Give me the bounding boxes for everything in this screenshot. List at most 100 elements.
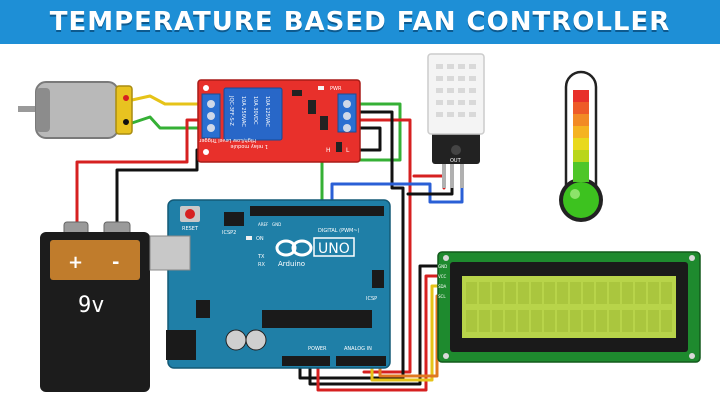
relay-jumper [336, 142, 342, 152]
lcd-pin-vcc: VCC [438, 274, 447, 279]
lcd-char-cell [570, 310, 581, 332]
arduino-icsp2-header [224, 212, 244, 226]
wire-relay-black [298, 110, 405, 380]
lcd-char-cell [596, 282, 607, 304]
lcd-char-cell [596, 310, 607, 332]
lcd-char-cell [531, 310, 542, 332]
relay-rating-1: 10A 250VAC [240, 96, 246, 127]
wire-motor-yellow [130, 94, 207, 106]
arduino-on-led [246, 236, 252, 240]
arduino-capacitor [225, 329, 247, 351]
battery-minus-sign: - [112, 252, 119, 273]
dht-sensor: OUT [427, 53, 485, 188]
lcd-char-cell [583, 282, 594, 304]
relay-screw [207, 112, 215, 120]
lcd-char-cell [466, 282, 477, 304]
lcd-mount-hole [689, 353, 695, 359]
lcd-char-cell [505, 282, 516, 304]
arduino-usb-port [149, 235, 191, 271]
relay-led [318, 86, 324, 90]
lcd-char-cell [531, 282, 542, 304]
relay-component [292, 90, 302, 96]
battery-plus-sign: + [68, 252, 83, 273]
lcd-char-cell [609, 282, 620, 304]
relay-module: JQC-3FF-S-Z 10A 250VAC 10A 30VDC 10A 125… [197, 79, 361, 163]
arduino-logo [275, 239, 313, 257]
battery-voltage: 9v [78, 293, 105, 318]
arduino-analog-header [336, 356, 386, 366]
battery-9v: + - 9v [40, 221, 150, 392]
sensor-mount-hole [451, 145, 461, 155]
relay-component [320, 116, 328, 130]
page-title: TEMPERATURE BASED FAN CONTROLLER [49, 7, 671, 37]
sensor-pin [450, 164, 454, 188]
lcd-mount-hole [443, 353, 449, 359]
relay-component [308, 100, 316, 114]
relay-h-label: H [326, 147, 331, 154]
wire-relay-green [320, 102, 402, 210]
lcd-char-cell [570, 282, 581, 304]
wire-relay-red [350, 118, 412, 374]
sensor-vents [436, 64, 476, 117]
lcd-char-cell [583, 310, 594, 332]
relay-model-text: JQC-3FF-S-Z [228, 95, 234, 126]
circuit-diagram: JQC-3FF-S-Z 10A 250VAC 10A 30VDC 10A 125… [18, 53, 701, 392]
motor-rear [115, 85, 133, 135]
battery-label [50, 240, 140, 280]
wire-lcd-vcc [316, 274, 442, 392]
wires [75, 94, 464, 392]
arduino-reset-label: RESET [182, 226, 199, 232]
arduino-regulator [196, 300, 210, 318]
sensor-pin [460, 164, 464, 188]
wire-sensor-black [406, 186, 454, 196]
arduino-uno: RESET ICSP2 DIGITAL (PWM~) AREF GND UNO … [149, 199, 391, 369]
relay-cube [223, 87, 283, 141]
lcd-char-cell [661, 282, 672, 304]
wire-motor-green [130, 115, 207, 130]
motor-terminal-1 [123, 95, 129, 101]
lcd-pin-sda: SDA [438, 284, 447, 289]
arduino-on-label: ON [256, 236, 264, 242]
lcd-mount-hole [443, 255, 449, 261]
arduino-analog-label: ANALOG IN [344, 346, 372, 352]
arduino-icsp-label: ICSP [366, 296, 377, 302]
lcd-char-cell [557, 282, 568, 304]
arduino-aref-label: AREF [258, 222, 269, 227]
relay-rating-2: 10A 30VDC [252, 96, 258, 125]
lcd-char-cell [557, 310, 568, 332]
lcd-char-cell [544, 282, 555, 304]
lcd-char-cell [544, 310, 555, 332]
motor-endcap [36, 88, 50, 132]
arduino-uno-box [313, 237, 355, 257]
lcd-char-cell [492, 310, 503, 332]
lcd-char-cell [661, 310, 672, 332]
arduino-rx-label: RX [258, 262, 265, 268]
relay-pwr-label: PWR [330, 86, 342, 92]
motor-terminal-2 [123, 119, 129, 125]
lcd-char-cell [609, 310, 620, 332]
arduino-brand-label: Arduino [278, 260, 305, 268]
motor-shaft [18, 106, 38, 112]
relay-screw [343, 100, 351, 108]
wire-lcd-gnd [308, 264, 442, 386]
relay-screw [343, 124, 351, 132]
lcd-char-cell [635, 282, 646, 304]
relay-mount-hole [203, 85, 209, 91]
wire-lcd-sda [370, 284, 442, 382]
arduino-icsp-header [372, 270, 384, 288]
lcd-char-cell [622, 282, 633, 304]
lcd-char-cell [622, 310, 633, 332]
arduino-capacitor [245, 329, 267, 351]
relay-screw [343, 112, 351, 120]
lcd-pin-gnd: GND [438, 264, 447, 269]
relay-trigger-text: High/Low Level Trigger [198, 137, 256, 143]
lcd-char-grid [466, 282, 672, 332]
lcd-char-cell [492, 282, 503, 304]
arduino-icsp2-label: ICSP2 [222, 230, 236, 236]
wire-battery-red [75, 118, 207, 227]
lcd-char-cell [479, 282, 490, 304]
relay-rating-3: 10A 125VAC [264, 96, 270, 127]
lcd-module: GND VCC SDA SCL [437, 251, 701, 363]
lcd-char-cell [479, 310, 490, 332]
relay-title-text: 1 relay module [230, 143, 268, 149]
